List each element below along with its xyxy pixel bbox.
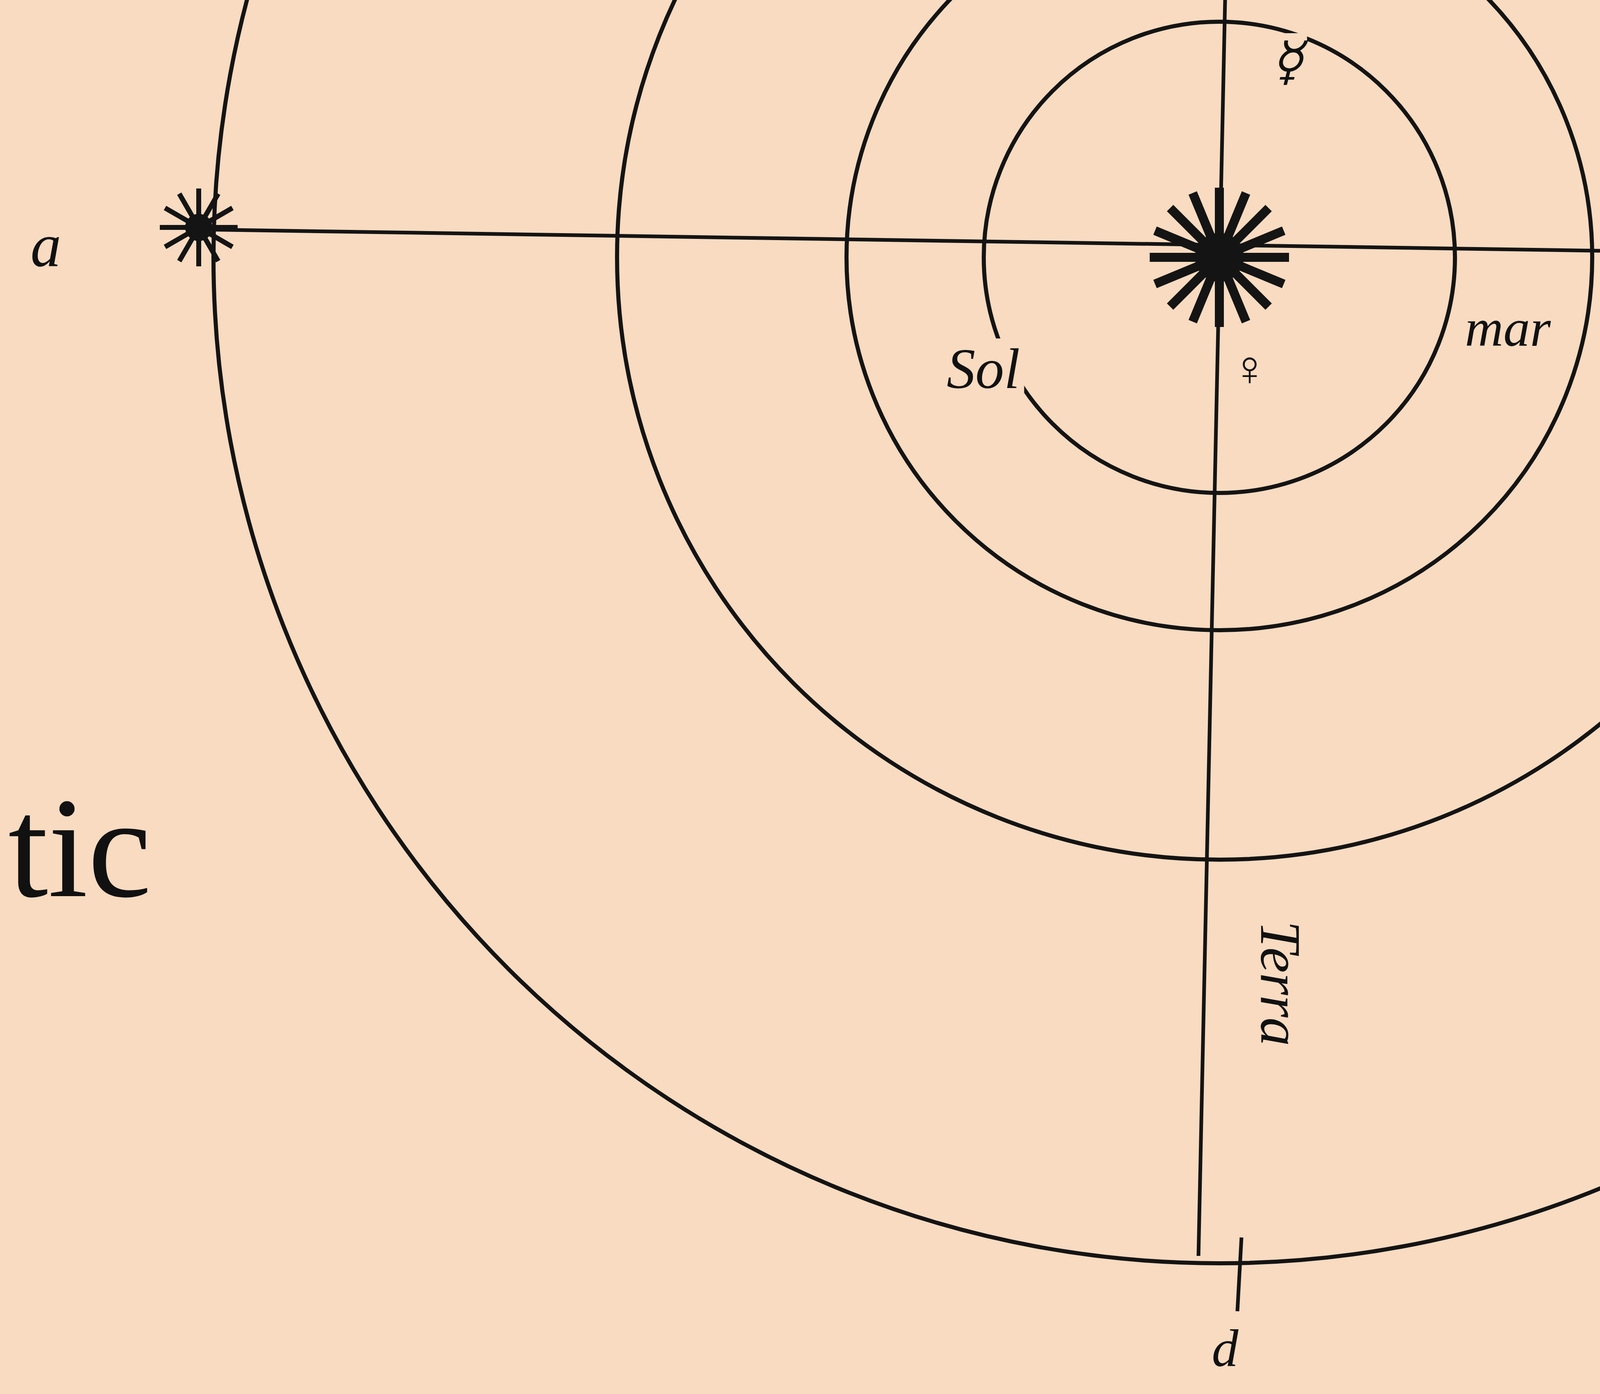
- star-ray: [179, 193, 219, 262]
- star-ray: [165, 208, 233, 248]
- earth-label: Terra: [1250, 916, 1311, 1051]
- heading-fragment: tic: [4, 774, 156, 922]
- orbit-circle: [846, 0, 1593, 631]
- point-letter: d: [1207, 1319, 1243, 1377]
- axis-line: [198, 229, 1600, 251]
- planet-symbol: ☿: [1266, 33, 1308, 90]
- axis-line: [1237, 1237, 1242, 1312]
- orbit-circle: [617, 0, 1600, 860]
- axis-line: [1198, 0, 1226, 1256]
- star-ray: [1192, 192, 1246, 322]
- sun-symbol: [1149, 187, 1290, 327]
- planet-label: mar: [1460, 299, 1555, 357]
- fixed-star: [159, 188, 238, 267]
- star-core: [185, 213, 213, 242]
- planet-symbol: ♀: [1227, 342, 1273, 395]
- star-ray: [165, 208, 233, 248]
- orbit-circle: [213, 0, 1600, 1264]
- sun-label: Sol: [942, 338, 1025, 400]
- star-ray: [1155, 230, 1284, 284]
- orbit-circle: [983, 21, 1455, 493]
- star-ray: [1155, 230, 1284, 284]
- point-letter: a: [26, 212, 66, 278]
- star-core: [1195, 233, 1244, 282]
- star-ray: [1170, 208, 1269, 307]
